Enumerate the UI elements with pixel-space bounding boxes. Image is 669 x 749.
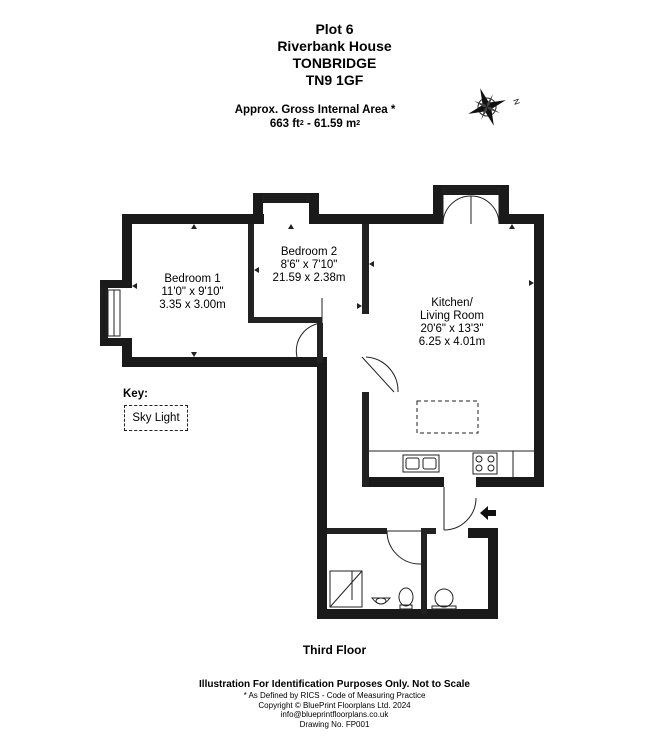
entrance-arrow-icon (480, 506, 496, 520)
boiler-icon (434, 588, 454, 608)
kitchen-french-doors (442, 195, 500, 225)
door-swings (295, 298, 477, 565)
bedroom1-name: Bedroom 1 (164, 273, 221, 285)
compass-icon: N (468, 88, 522, 126)
footer-drawing-number: Drawing No. FP001 (299, 719, 370, 729)
sink-icon (402, 454, 440, 473)
hob-icon (472, 452, 498, 475)
kitchen-imperial: 20'6" x 13'3" (420, 323, 484, 335)
bedroom2-label: Bedroom 2 8'6" x 7'10" 21.59 x 2.38m (256, 246, 362, 285)
bathroom-fixtures (329, 570, 457, 610)
shower-tray-icon (329, 570, 363, 608)
floor-name: Third Floor (302, 643, 367, 657)
footer-copyright: Copyright © BluePrint Floorplans Ltd. 20… (258, 700, 411, 710)
bedroom2-imperial: 8'6" x 7'10" (280, 259, 338, 271)
building-name: Riverbank House (277, 38, 392, 54)
town-name: TONBRIDGE (292, 55, 377, 71)
area-label: Approx. Gross Internal Area * (234, 104, 396, 116)
area-separator: - (307, 118, 311, 130)
walls (100, 185, 544, 619)
gross-internal-area: Approx. Gross Internal Area * 663 ft2 - … (200, 103, 430, 131)
postcode: TN9 1GF (305, 72, 364, 88)
skylight-outline (416, 400, 479, 434)
ceiling-markers (132, 224, 534, 357)
bedroom1-metric: 3.35 x 3.00m (159, 299, 226, 311)
bedroom1-imperial: 11'0" x 9'10" (161, 286, 224, 298)
property-header: Plot 6 Riverbank House TONBRIDGE TN9 1GF (0, 21, 669, 89)
footer: Illustration For Identification Purposes… (0, 678, 669, 729)
key-skylight: Sky Light (124, 405, 188, 431)
area-sqm-unit: 2 (356, 120, 361, 127)
area-sqft: 663 ft (269, 118, 300, 130)
plot-number: Plot 6 (315, 21, 354, 37)
kitchen-label: Kitchen/ Living Room 20'6" x 13'3" 6.25 … (397, 297, 507, 349)
key-title: Key: (123, 388, 148, 400)
kitchen-name: Kitchen/ (431, 297, 473, 309)
footer-disclaimer: Illustration For Identification Purposes… (199, 679, 470, 690)
kitchen-metric: 6.25 x 4.01m (418, 336, 486, 348)
area-values: 663 ft2 - 61.59 m2 (200, 117, 430, 131)
area-sqft-unit: 2 (299, 120, 304, 127)
kitchen-worktop (369, 450, 534, 477)
basin-icon (370, 597, 392, 605)
bedroom2-name: Bedroom 2 (280, 246, 338, 258)
windows (101, 186, 500, 339)
toilet-icon (398, 587, 414, 607)
bedroom2-metric: 21.59 x 2.38m (272, 272, 346, 284)
area-sqm: 61.59 m (314, 118, 357, 130)
compass-north-label: N (511, 98, 522, 107)
interior-walls (248, 224, 436, 614)
bedroom1-label: Bedroom 1 11'0" x 9'10" 3.35 x 3.00m (140, 273, 245, 312)
footer-rics: * As Defined by RICS - Code of Measuring… (243, 691, 426, 700)
footer-email: info@blueprintfloorplans.co.uk (280, 710, 389, 719)
kitchen-name-2: Living Room (420, 310, 484, 322)
